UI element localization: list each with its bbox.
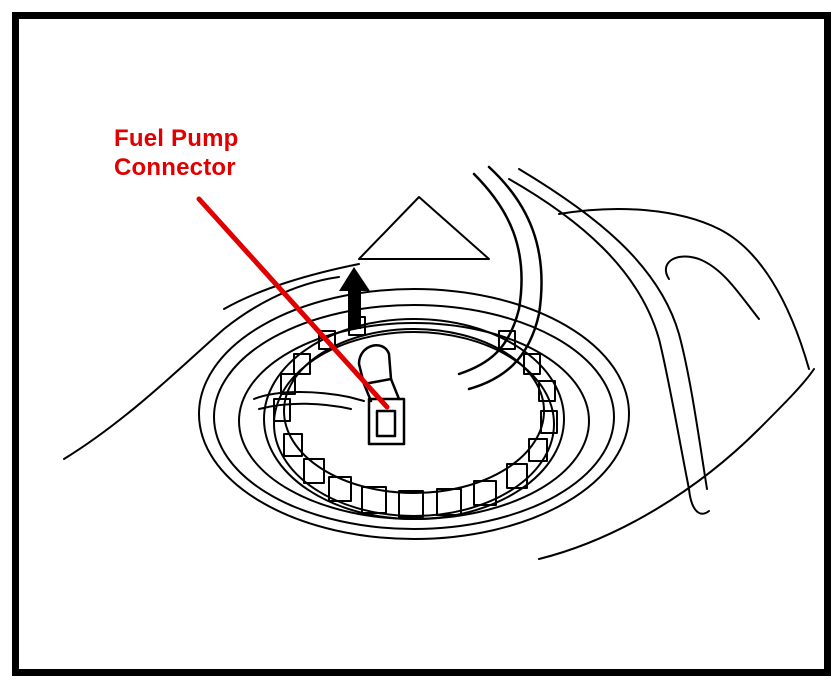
tank-outline-left [63,276,340,460]
diagram-frame: Fuel Pump Connector [12,12,831,676]
outer-ring-2 [213,304,615,530]
connector-body [357,344,406,446]
callout-label: Fuel Pump Connector [114,124,238,182]
callout-leader-line [196,196,390,410]
fuel-pump-diagram [63,165,815,560]
fuel-line-b [467,165,543,391]
lock-ring-outer [263,318,565,520]
tank-right-edge [718,228,810,370]
tank-right-curve [558,208,720,230]
wire-harness [253,391,365,402]
wire-harness-2 [258,402,352,410]
fuel-line-e [688,488,710,515]
outer-ring-3 [238,322,590,520]
tank-outline-top [358,196,490,260]
fuel-line-c [508,178,690,490]
callout-label-line-2: Connector [114,154,236,181]
fuel-line-d [518,168,708,490]
callout-label-line-1: Fuel Pump [114,125,239,152]
outer-ring [198,288,630,540]
fuel-line-a [457,172,523,376]
tank-loop [664,255,760,320]
arrow-up-icon [339,267,370,329]
tank-bottom-right [538,368,815,560]
tank-contour [223,263,360,310]
lock-ring-teeth [273,316,558,518]
